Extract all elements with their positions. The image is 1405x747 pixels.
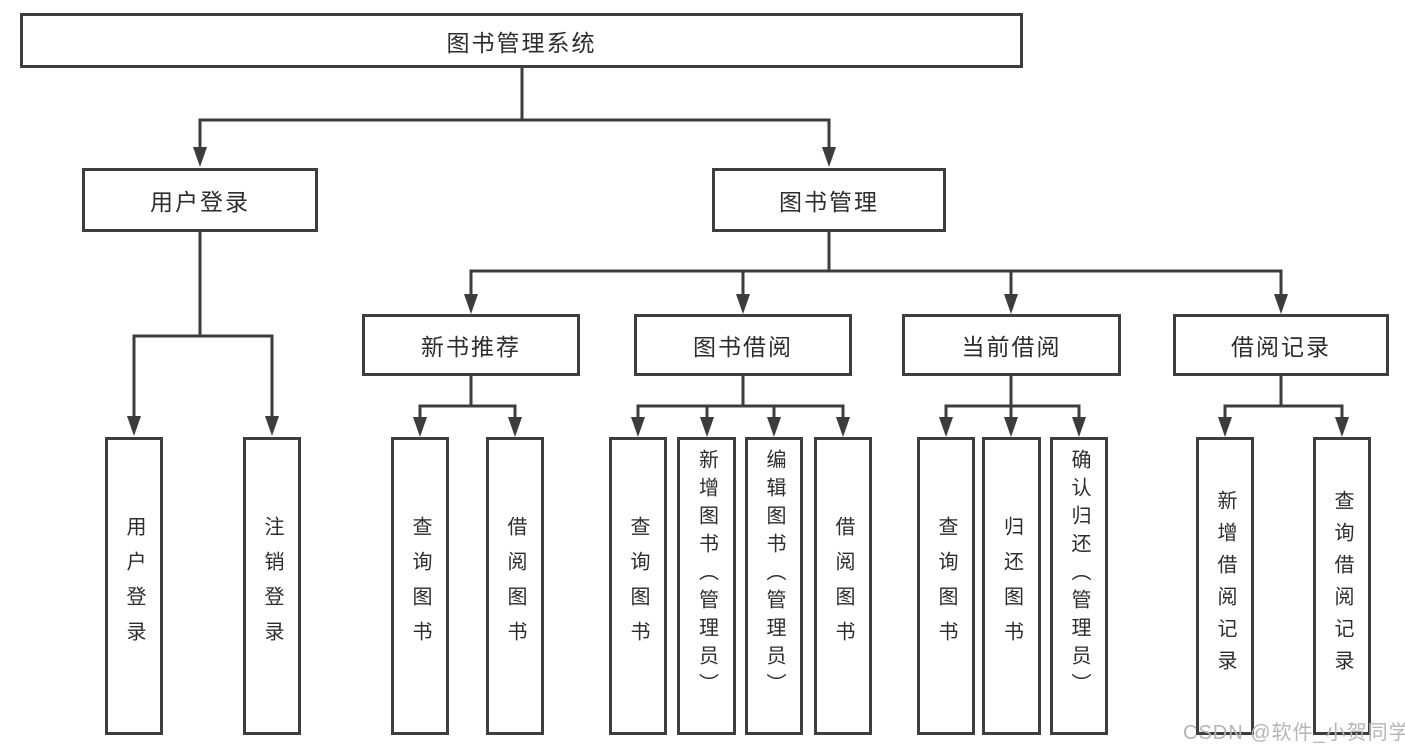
leaf-borrow-books: 借阅图书 <box>814 437 872 735</box>
node-library-system-label: 图书管理系统 <box>446 29 597 56</box>
leaf-user-login: 用户登录 <box>105 437 163 735</box>
leaf-search-books-recommend: 查询图书 <box>391 437 449 735</box>
leaf-confirm-return-admin: 确认归还（管理员） <box>1050 437 1108 735</box>
leaf-logout: 注销登录 <box>243 437 301 735</box>
leaf-borrow-books-recommend-label: 借阅图书 <box>504 516 526 656</box>
node-book-borrowing: 图书借阅 <box>634 314 852 376</box>
leaf-borrow-books-label: 借阅图书 <box>832 516 854 656</box>
leaf-user-login-label: 用户登录 <box>123 516 145 656</box>
leaf-return-books-label: 归还图书 <box>1000 516 1023 656</box>
leaf-add-books-admin-label: 新增图书（管理员） <box>695 449 718 701</box>
leaf-search-books-current: 查询图书 <box>917 437 975 735</box>
leaf-borrow-books-recommend: 借阅图书 <box>486 437 544 735</box>
node-library-system: 图书管理系统 <box>20 13 1023 68</box>
node-book-management: 图书管理 <box>712 168 946 232</box>
leaf-logout-label: 注销登录 <box>261 516 283 656</box>
node-book-borrowing-label: 图书借阅 <box>693 334 793 360</box>
node-new-book-recommendation-label: 新书推荐 <box>421 334 521 360</box>
leaf-search-borrow-record: 查询借阅记录 <box>1313 437 1371 735</box>
leaf-search-books-borrowing-label: 查询图书 <box>627 516 649 656</box>
leaf-add-borrow-record-label: 新增借阅记录 <box>1214 490 1236 682</box>
leaf-edit-books-admin-label: 编辑图书（管理员） <box>763 449 785 701</box>
leaf-search-books-recommend-label: 查询图书 <box>409 516 431 656</box>
node-book-management-label: 图书管理 <box>779 189 879 215</box>
leaf-confirm-return-admin-label: 确认归还（管理员） <box>1068 449 1090 701</box>
leaf-return-books: 归还图书 <box>982 437 1041 735</box>
leaf-search-borrow-record-label: 查询借阅记录 <box>1331 490 1353 682</box>
leaf-search-books-borrowing: 查询图书 <box>609 437 667 735</box>
node-borrowing-records: 借阅记录 <box>1173 314 1389 376</box>
node-user-login-label: 用户登录 <box>150 189 250 215</box>
node-user-login: 用户登录 <box>82 168 318 232</box>
leaf-edit-books-admin: 编辑图书（管理员） <box>745 437 803 735</box>
csdn-watermark: CSDN @软件_小贺同学 <box>1183 722 1405 744</box>
leaf-search-books-current-label: 查询图书 <box>935 516 957 656</box>
node-current-borrowing: 当前借阅 <box>902 314 1121 376</box>
leaf-add-borrow-record: 新增借阅记录 <box>1196 437 1254 735</box>
node-borrowing-records-label: 借阅记录 <box>1231 334 1331 360</box>
node-new-book-recommendation: 新书推荐 <box>362 314 580 376</box>
node-current-borrowing-label: 当前借阅 <box>961 334 1062 360</box>
leaf-add-books-admin: 新增图书（管理员） <box>677 437 736 735</box>
